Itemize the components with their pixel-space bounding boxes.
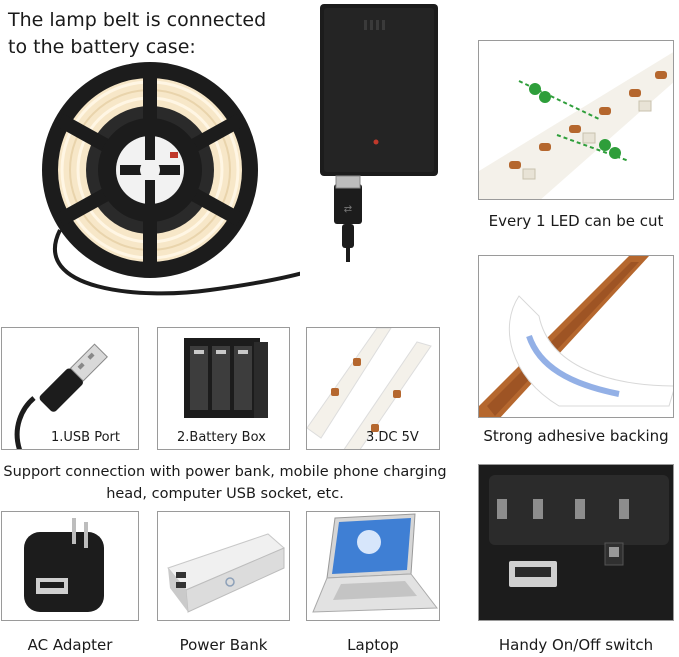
support-note-line2: head, computer USB socket, etc.	[106, 486, 344, 502]
hero-title-line1: The lamp belt is connected	[8, 9, 267, 31]
caption-laptop: Laptop	[347, 636, 399, 654]
panel-battery-box	[157, 327, 290, 450]
label-battery-box: 2.Battery Box	[177, 430, 266, 445]
label-dc-5v: 3.DC 5V	[366, 430, 419, 445]
caption-power-bank: Power Bank	[179, 636, 268, 654]
hero-title-line2: to the battery case:	[8, 36, 196, 58]
panel-dc-5v	[306, 327, 440, 450]
caption-every-led-cut: Every 1 LED can be cut	[488, 212, 664, 230]
led-reel-illustration	[20, 60, 300, 310]
support-note-line1: Support connection with power bank, mobi…	[3, 464, 447, 480]
battery-case-illustration: ⇄	[312, 0, 442, 265]
panel-usb-port	[1, 327, 139, 450]
caption-on-off-switch: Handy On/Off switch	[498, 636, 654, 654]
panel-ac-adapter	[1, 511, 139, 621]
panel-on-off-switch	[478, 464, 674, 621]
panel-cuttable-led	[478, 40, 674, 200]
svg-text:⇄: ⇄	[344, 204, 352, 215]
label-usb-port: 1.USB Port	[51, 430, 120, 445]
panel-laptop	[306, 511, 440, 621]
panel-adhesive-backing	[478, 255, 674, 418]
caption-adhesive-backing: Strong adhesive backing	[483, 427, 669, 445]
caption-ac-adapter: AC Adapter	[27, 636, 113, 654]
panel-power-bank	[157, 511, 290, 621]
